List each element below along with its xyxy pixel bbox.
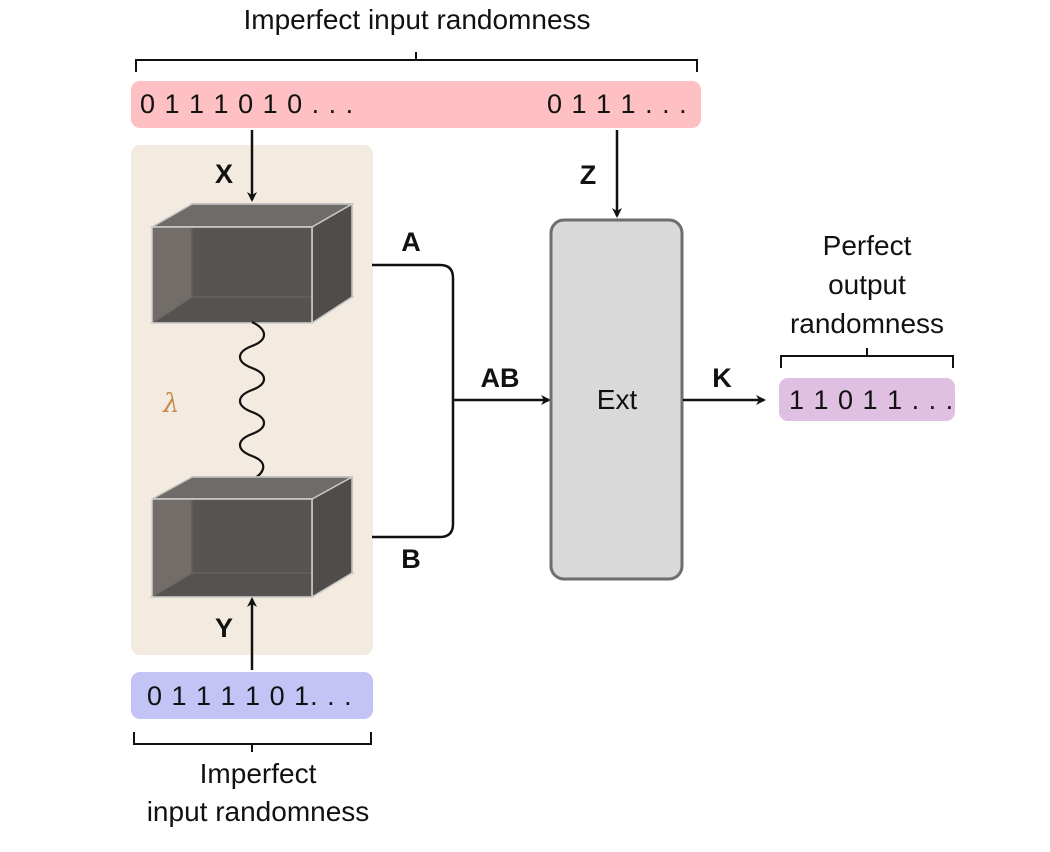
top-device-box <box>149 202 355 325</box>
top-bit-string-right: 0 1 1 1 . . . <box>547 89 688 119</box>
b-label: B <box>401 544 421 574</box>
x-label: X <box>215 159 233 189</box>
z-label: Z <box>580 160 597 190</box>
bottom-title-line1: Imperfect <box>200 758 317 789</box>
bottom-title-line2: input randomness <box>147 796 370 827</box>
a-output-line <box>372 263 455 400</box>
ab-label: AB <box>481 363 520 393</box>
correlation-wave <box>238 321 266 481</box>
output-brace <box>780 348 954 368</box>
output-title-line1: Perfect <box>823 230 912 261</box>
top-bit-string-left: 0 1 1 1 0 1 0 . . . <box>140 89 354 119</box>
bottom-brace <box>133 732 372 752</box>
output-bit-string-box <box>779 378 955 421</box>
k-label: K <box>712 363 732 393</box>
y-label: Y <box>215 613 233 643</box>
top-title: Imperfect input randomness <box>243 4 590 35</box>
lambda-label: λ <box>162 389 179 419</box>
a-label: A <box>401 227 421 257</box>
bottom-bit-string-box <box>131 672 373 719</box>
output-title-line2: output <box>828 269 906 300</box>
extractor-label: Ext <box>597 384 638 415</box>
top-brace <box>135 52 698 72</box>
top-bit-string-box <box>131 81 701 128</box>
output-title-line3: randomness <box>790 308 944 339</box>
output-bit-string: 1 1 0 1 1 . . . <box>789 385 954 415</box>
bottom-bit-string: 0 1 1 1 1 0 1. . . <box>147 681 353 711</box>
bottom-device-box <box>149 475 355 599</box>
b-output-line <box>372 400 455 539</box>
extractor-box <box>549 218 684 581</box>
